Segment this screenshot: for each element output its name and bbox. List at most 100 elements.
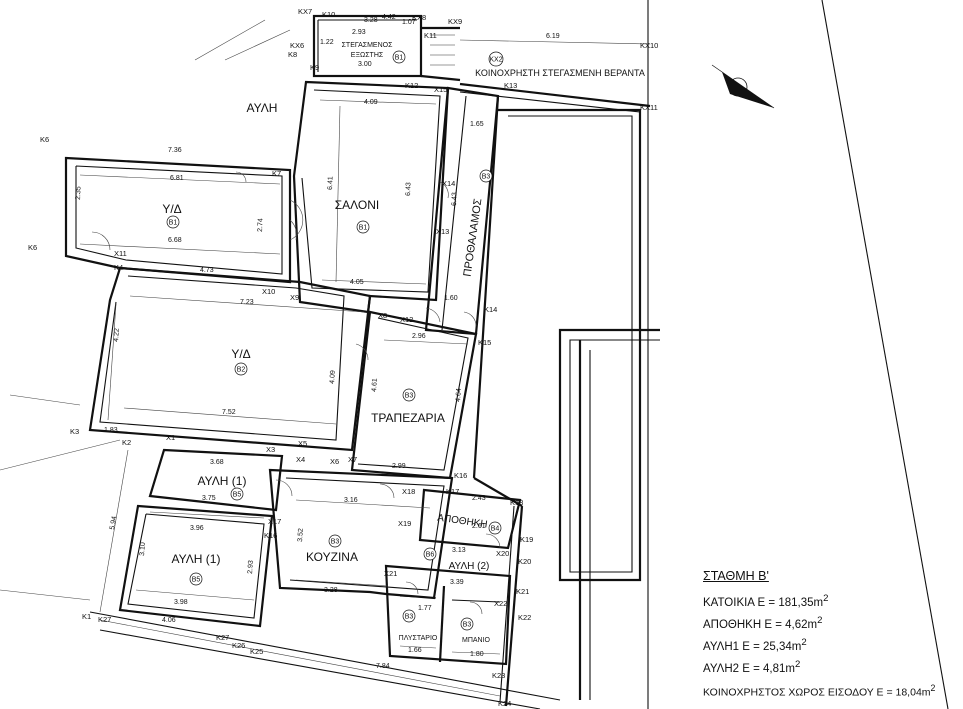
dim-609: 4.09 [329,370,337,384]
tag-b3-mpanio: B3 [460,617,474,631]
dim-442: 4.42 [382,14,396,21]
dim-180: 1.80 [470,651,484,658]
point-kx9: KX9 [448,17,462,26]
room-label-yd1: Υ/Δ [162,202,181,216]
room-label-avli1-upper: ΑΥΛΗ (1) [198,474,247,488]
tag-b5-upper: B5 [230,487,244,501]
room-label-plystario: ΠΛΥΣΤΑΡΙΟ [399,635,438,642]
dim-736: 7.36 [168,147,182,154]
point-x8: X8 [378,311,387,320]
svg-text:B3: B3 [331,539,340,546]
tag-b6-avli2: B6 [423,547,437,561]
point-x20: X20 [496,549,509,558]
point-x18: X18 [402,487,415,496]
point-k8: K8 [288,50,297,59]
point-x11: X11 [114,249,127,258]
dim-464: 4.64 [455,388,463,402]
dim-235: 2.35 [75,186,82,200]
north-arrow-icon [711,64,775,109]
dim-300: 3.00 [358,61,372,68]
room-label-saloni: ΣΑΛΟΝΙ [335,198,380,212]
tag-b3-proth: B3 [479,169,493,183]
point-x3: X3 [266,445,275,454]
dim-296: 2.96 [412,333,426,340]
dim-183: 1.83 [104,427,118,434]
point-x4: X4 [296,455,305,464]
point-k15: K15 [478,338,491,347]
room-label-avli1-lower: ΑΥΛΗ (1) [172,552,221,566]
point-k24: K24 [498,699,511,708]
dim-619: 6.19 [546,33,560,40]
point-x17: X17 [268,517,281,526]
svg-text:B5: B5 [192,577,201,584]
dim-784: 7.84 [376,663,390,670]
point-x6: X6 [330,457,339,466]
legend-title: ΣΤΑΘΜΗ Β' [703,569,769,583]
point-x14: X14 [442,179,455,188]
dim-328: 3.28 [364,17,378,24]
dim-122: 1.22 [320,39,334,46]
tag-kx2: KX2 [488,51,504,67]
point-x10: X10 [262,287,275,296]
dim-177: 1.77 [418,605,432,612]
room-labels: ΣΤΕΓΑΣΜΕΝΟΣ ΕΞΩΣΤΗΣ ΚΟΙΝΟΧΡΗΣΤΗ ΣΤΕΓΑΣΜΕ… [162,42,645,644]
dim-352: 3.52 [297,528,305,542]
point-x1: X1 [166,433,175,442]
point-x21: X21 [384,569,397,578]
neighbour-building [498,108,660,700]
dim-328-b: 3.28 [324,587,338,594]
svg-text:B2: B2 [237,367,246,374]
dim-293-b: 2.93 [247,560,255,574]
dim-641: 6.41 [327,176,334,190]
svg-text:B3: B3 [463,622,472,629]
dim-368: 3.68 [210,459,224,466]
point-k17: K17 [446,487,459,496]
point-x19: X19 [398,519,411,528]
dimension-lines [79,99,501,697]
dim-375: 3.75 [202,495,216,502]
point-k27-b: K27 [216,633,229,642]
point-k2: K2 [122,438,131,447]
svg-text:B3: B3 [405,614,414,621]
point-k27-a: K27 [98,615,111,624]
svg-text:B3: B3 [482,174,491,181]
point-k23: K23 [492,671,505,680]
room-label-yd2: Υ/Δ [231,347,250,361]
point-k14: K14 [484,305,497,314]
point-kx8: KX8 [412,13,426,22]
dim-668: 6.68 [168,237,182,244]
point-k26: K26 [232,641,245,650]
dim-160: 1.60 [444,295,458,302]
svg-text:B5: B5 [233,492,242,499]
room-label-koinochristi: ΚΟΙΝΟΧΡΗΣΤΗ ΣΤΕΓΑΣΜΕΝΗ ΒΕΡΑΝΤΑ [475,68,645,78]
dim-310: 3.10 [139,542,147,556]
svg-text:B1: B1 [169,220,178,227]
dim-422: 4.22 [113,328,121,342]
point-k21: K21 [516,587,529,596]
tag-b4-apoth: B4 [488,521,502,535]
point-kx11: KX11 [640,103,658,112]
tag-b3-kouz: B3 [328,534,342,548]
svg-text:B4: B4 [491,526,500,533]
point-k7: K7 [272,169,281,178]
svg-text:B1: B1 [359,225,368,232]
point-k1: K1 [82,612,91,621]
point-k4: K4 [114,263,123,272]
point-k6-top: K6 [40,135,49,144]
svg-text:B3: B3 [405,393,414,400]
dim-643-b: 6.43 [451,192,458,206]
room-label-mpanio: ΜΠΑΝΙΟ [462,637,491,644]
room-label-avli: ΑΥΛΗ [247,101,278,115]
tag-b1-saloni: B1 [356,220,370,234]
room-label-steg-exostis-2: ΕΞΩΣΤΗΣ [351,52,384,59]
dim-243: 2.43 [472,495,486,502]
room-tags: B1 KX2 B1 B1 B3 B2 B3 B5 B5 B3 B4 B6 B3 … [166,50,504,631]
svg-text:KX2: KX2 [489,57,502,64]
legend-line-katoikia: ΚΑΤΟΙΚΙΑ Ε = 181,35m2 [703,592,829,609]
point-x5: X5 [298,439,307,448]
dim-409: 4.09 [364,99,378,106]
point-k12: K12 [405,81,418,90]
point-labels: KX7 K10 KX8 KX9 K11 KX6 K8 K9 KX10 KX11 … [28,7,658,708]
point-x12: X12 [400,315,413,324]
